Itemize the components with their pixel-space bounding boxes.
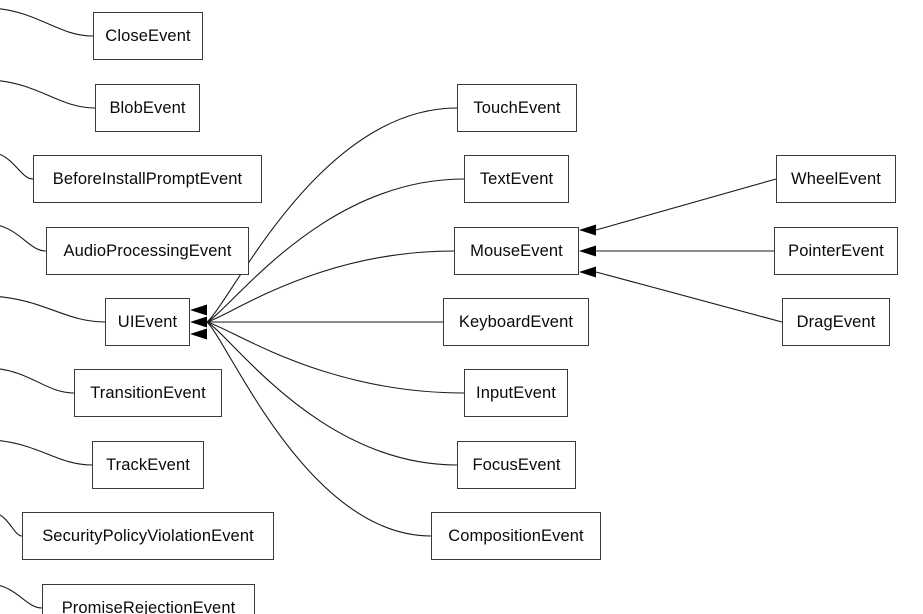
node-blobevent[interactable]: BlobEvent: [95, 84, 200, 132]
node-label: TouchEvent: [473, 98, 561, 117]
node-inputevent[interactable]: InputEvent: [464, 369, 568, 417]
node-dragevent[interactable]: DragEvent: [782, 298, 890, 346]
node-transitionevent[interactable]: TransitionEvent: [74, 369, 222, 417]
edge-inputevent-to-uievent[interactable]: [206, 321, 465, 394]
arrowhead-mouseevent-0: [579, 224, 596, 236]
node-promiserejectionevent[interactable]: PromiseRejectionEvent: [42, 584, 255, 614]
node-audioprocessingevent[interactable]: AudioProcessingEvent: [46, 227, 249, 275]
arrowhead-uievent-0: [190, 304, 207, 316]
edge-dragevent-to-mouseevent[interactable]: [595, 271, 783, 323]
node-closeevent[interactable]: CloseEvent: [93, 12, 203, 60]
node-label: FocusEvent: [472, 455, 561, 474]
node-pointerevent[interactable]: PointerEvent: [774, 227, 898, 275]
edge-compositionevent-to-uievent[interactable]: [206, 321, 432, 537]
node-label: TrackEvent: [106, 455, 190, 474]
node-label: WheelEvent: [791, 169, 881, 188]
node-touchevent[interactable]: TouchEvent: [457, 84, 577, 132]
node-wheelevent[interactable]: WheelEvent: [776, 155, 896, 203]
edge-clipped-left-1[interactable]: [0, 80, 96, 109]
arrowhead-uievent-1: [190, 316, 207, 328]
edge-clipped-left-7[interactable]: [0, 512, 23, 537]
edge-wheelevent-to-mouseevent[interactable]: [595, 178, 777, 231]
node-label: AudioProcessingEvent: [63, 241, 232, 260]
edge-clipped-left-5[interactable]: [0, 368, 75, 394]
node-label: CompositionEvent: [448, 526, 584, 545]
node-label: KeyboardEvent: [458, 312, 574, 331]
edge-clipped-left-4[interactable]: [0, 296, 106, 323]
edge-textevent-to-uievent[interactable]: [206, 178, 465, 323]
edge-mouseevent-to-uievent[interactable]: [206, 250, 455, 323]
node-label: MouseEvent: [470, 241, 563, 260]
node-label: UIEvent: [117, 312, 178, 331]
node-focusevent[interactable]: FocusEvent: [457, 441, 576, 489]
arrowhead-mouseevent-1: [579, 245, 596, 257]
node-textevent[interactable]: TextEvent: [464, 155, 569, 203]
edge-clipped-left-8[interactable]: [0, 584, 43, 609]
edge-focusevent-to-uievent[interactable]: [206, 321, 458, 466]
node-label: PointerEvent: [788, 241, 884, 260]
node-beforeinstallpromptevent[interactable]: BeforeInstallPromptEvent: [33, 155, 262, 203]
node-label: DragEvent: [796, 312, 876, 331]
edge-clipped-left-6[interactable]: [0, 440, 93, 466]
arrowhead-uievent-2: [190, 328, 207, 340]
node-label: SecurityPolicyViolationEvent: [42, 526, 254, 545]
node-trackevent[interactable]: TrackEvent: [92, 441, 204, 489]
node-securitypolicyviolationevent[interactable]: SecurityPolicyViolationEvent: [22, 512, 274, 560]
node-keyboardevent[interactable]: KeyboardEvent: [443, 298, 589, 346]
node-label: BlobEvent: [109, 98, 186, 117]
edge-clipped-left-3[interactable]: [0, 224, 47, 252]
edge-touchevent-to-uievent[interactable]: [206, 107, 458, 323]
node-label: PromiseRejectionEvent: [61, 598, 236, 614]
edge-clipped-left-0[interactable]: [0, 8, 94, 37]
node-label: BeforeInstallPromptEvent: [52, 169, 243, 188]
node-uievent[interactable]: UIEvent: [105, 298, 190, 346]
node-label: TransitionEvent: [90, 383, 206, 402]
node-mouseevent[interactable]: MouseEvent: [454, 227, 579, 275]
arrowhead-mouseevent-2: [579, 266, 596, 278]
edge-clipped-left-2[interactable]: [0, 152, 34, 180]
node-label: CloseEvent: [105, 26, 191, 45]
node-label: InputEvent: [476, 383, 556, 402]
node-label: TextEvent: [479, 169, 554, 188]
node-compositionevent[interactable]: CompositionEvent: [431, 512, 601, 560]
